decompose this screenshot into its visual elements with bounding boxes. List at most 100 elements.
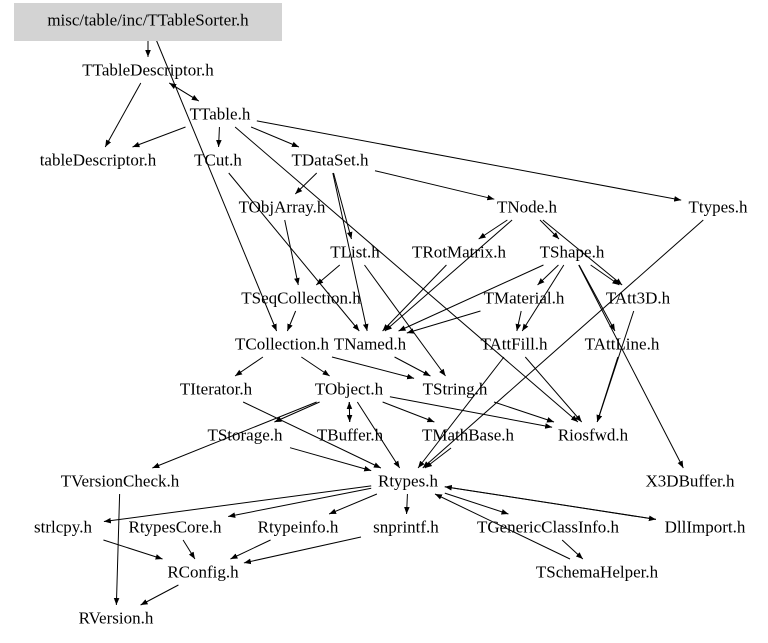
node-dllimport[interactable]: DllImport.h [665, 518, 746, 537]
edge-tcollection-to-tobject [301, 356, 330, 377]
edge-tmaterial-to-tnamed [406, 310, 481, 334]
edge-tcollection-to-titerator [234, 356, 264, 377]
node-tnamed[interactable]: TNamed.h [334, 335, 407, 354]
edge-tshape-to-tmaterial [537, 264, 559, 286]
node-tseqcollection[interactable]: TSeqCollection.h [241, 289, 361, 308]
node-root[interactable]: misc/table/inc/TTableSorter.h [47, 11, 249, 30]
edge-tgenericclassinfo-to-tschemahelper [561, 539, 584, 560]
node-tcut[interactable]: TCut.h [194, 151, 242, 170]
edge-tshape-to-tnamed [398, 264, 544, 332]
node-tobject[interactable]: TObject.h [315, 380, 384, 399]
edge-rtypes-to-tgenericclassinfo [444, 492, 509, 515]
edge-tlist-to-tseqcollection [315, 264, 341, 286]
edge-tstorage-to-rtypes [289, 447, 372, 472]
edge-tobject-to-riosfwd [389, 396, 553, 429]
edge-tdataset-to-tnode [374, 170, 495, 201]
edge-tversioncheck-to-rversion [113, 493, 121, 606]
edge-rtypes-to-snprintf [404, 493, 410, 515]
node-snprintf[interactable]: snprintf.h [373, 518, 439, 537]
node-tattfill[interactable]: TAttFill.h [480, 335, 548, 354]
node-x3dbuffer[interactable]: X3DBuffer.h [646, 472, 735, 491]
edge-snprintf-to-rconfig [243, 536, 362, 565]
edge-ttable-to-tabledescriptor [132, 126, 186, 148]
edge-rtypes-to-rtypeinfo [328, 493, 378, 515]
node-tshape[interactable]: TShape.h [540, 243, 605, 262]
node-rtypes[interactable]: Rtypes.h [378, 472, 438, 491]
node-tstring[interactable]: TString.h [423, 380, 488, 399]
node-tmaterial[interactable]: TMaterial.h [484, 289, 565, 308]
edge-tnode-to-trotmatrix [478, 219, 508, 240]
node-ttable[interactable]: TTable.h [190, 105, 251, 124]
edge-tobject-to-rtypes [356, 401, 401, 469]
node-tatt3d[interactable]: TAtt3D.h [606, 289, 671, 308]
node-tversioncheck[interactable]: TVersionCheck.h [61, 472, 180, 491]
node-tgenericclassinfo[interactable]: TGenericClassInfo.h [477, 518, 620, 537]
edge-rtypeinfo-to-rconfig [230, 539, 271, 560]
node-ttabledescriptor[interactable]: TTableDescriptor.h [82, 61, 214, 80]
node-tcollection[interactable]: TCollection.h [235, 335, 329, 354]
edge-titerator-to-rtypes [242, 401, 382, 469]
edge-tnode-to-tshape [539, 219, 560, 240]
edge-tshape-to-tattfill [521, 264, 565, 332]
edge-tattfill-to-riosfwd [524, 356, 583, 423]
edge-rconfig-to-rversion [140, 584, 179, 606]
edge-tnode-to-tatt3d [542, 219, 623, 286]
edge-rtypes-to-strlcpy [103, 485, 372, 524]
edge-tseqcollection-to-tcollection [286, 310, 297, 332]
edge-tmaterial-to-tattfill [515, 310, 522, 332]
edge-tshape-to-tatt3d [590, 264, 620, 286]
edge-tnode-to-tnamed [384, 219, 513, 332]
edges [103, 32, 704, 606]
edge-tdataset-to-tnamed [332, 172, 369, 332]
node-riosfwd[interactable]: Riosfwd.h [558, 426, 629, 445]
edge-rtypes-to-rtypescore [228, 487, 372, 518]
nodes: misc/table/inc/TTableSorter.hTTableDescr… [34, 11, 748, 628]
edge-root-to-tcollection [152, 32, 278, 332]
edge-strlcpy-to-rconfig [103, 539, 163, 560]
edge-rtypescore-to-rconfig [182, 539, 196, 560]
edge-ttable-to-ttypes [256, 120, 682, 202]
node-tbuffer[interactable]: TBuffer.h [317, 426, 384, 445]
node-tnode[interactable]: TNode.h [497, 198, 557, 217]
edge-tshape-to-tattline [578, 264, 616, 332]
edge-tattfill-to-rtypes [417, 356, 505, 469]
edge-tattline-to-riosfwd [596, 356, 619, 423]
edge-ttypes-to-rtypes [422, 219, 704, 469]
node-tstorage[interactable]: TStorage.h [207, 426, 283, 445]
node-tdataset[interactable]: TDataSet.h [292, 151, 369, 170]
node-rconfig[interactable]: RConfig.h [167, 563, 239, 582]
node-rtypeinfo[interactable]: Rtypeinfo.h [258, 518, 339, 537]
edge-tdataset-to-tobjarray [294, 172, 318, 195]
edge-tshape-to-x3dbuffer [578, 264, 684, 469]
node-ttypes[interactable]: Ttypes.h [688, 198, 748, 217]
edge-tmathbase-to-rtypes [424, 447, 452, 469]
node-rversion[interactable]: RVersion.h [79, 609, 154, 628]
edge-tlist-to-tstring [364, 264, 446, 377]
node-tattline[interactable]: TAttLine.h [585, 335, 660, 354]
edge-tobject-to-tmathbase [382, 401, 435, 423]
edge-ttable-to-ttabledescriptor [169, 82, 199, 102]
node-tmathbase[interactable]: TMathBase.h [422, 426, 515, 445]
node-titerator[interactable]: TIterator.h [180, 380, 253, 399]
node-strlcpy[interactable]: strlcpy.h [34, 518, 92, 537]
edge-dllimport-to-rtypes [444, 485, 656, 520]
edge-tobject-to-tstorage [274, 401, 320, 423]
edge-ttable-to-riosfwd [234, 126, 579, 423]
edge-tcut-to-tnamed [228, 172, 360, 332]
node-tschemahelper[interactable]: TSchemaHelper.h [536, 563, 659, 582]
edge-tnamed-to-tstring [394, 356, 431, 377]
node-tabledescriptor[interactable]: tableDescriptor.h [40, 151, 157, 170]
edge-tcollection-to-tstring [331, 356, 415, 380]
edge-ttable-to-tcut [216, 126, 222, 148]
node-rtypescore[interactable]: RtypesCore.h [128, 518, 222, 537]
node-trotmatrix[interactable]: TRotMatrix.h [412, 243, 506, 262]
edge-ttabledescriptor-to-tabledescriptor [104, 82, 142, 148]
edge-ttable-to-tdataset [250, 126, 300, 148]
edge-tobject-to-tversioncheck [152, 401, 317, 469]
node-tobjarray[interactable]: TObjArray.h [239, 198, 326, 217]
edge-trotmatrix-to-tnamed [382, 264, 447, 332]
edge-tschemahelper-to-rtypes [434, 493, 571, 560]
node-tlist[interactable]: TList.h [330, 243, 380, 262]
root-node-box [14, 3, 282, 41]
